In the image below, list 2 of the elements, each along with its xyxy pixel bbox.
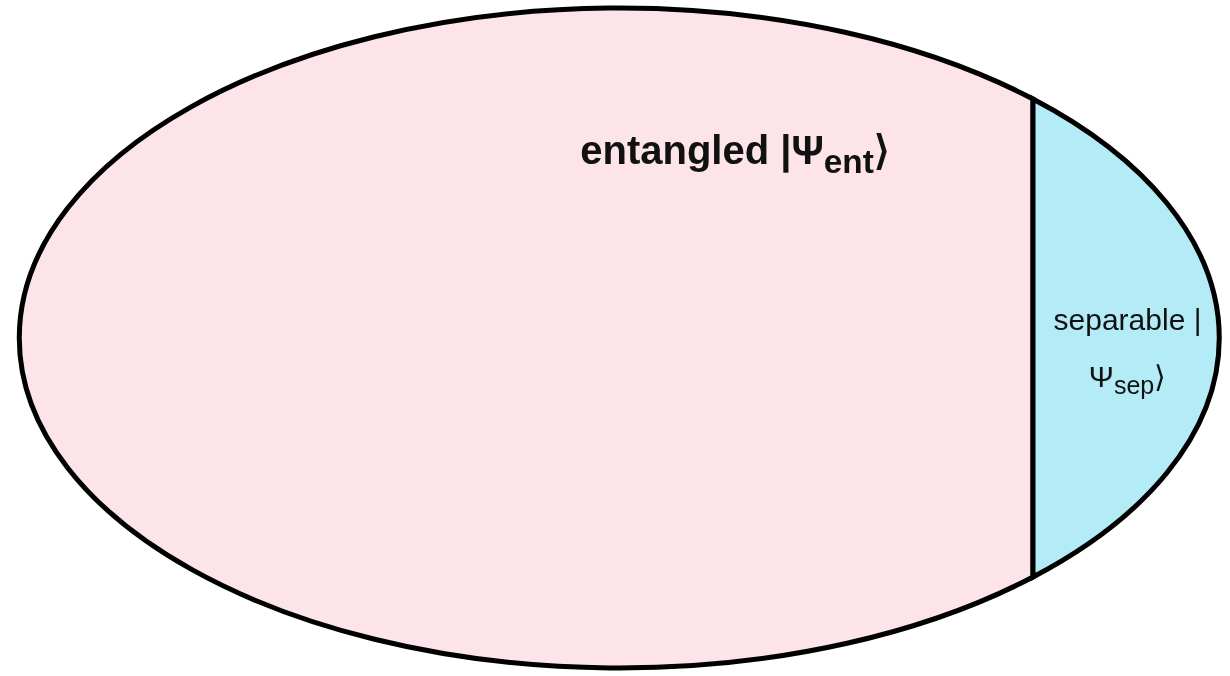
region-label: separable |Ψ$_{sep}$⟩ xyxy=(1052,302,1203,401)
region-label: entangled |Ψ$_{ent}$⟩ xyxy=(579,127,891,182)
